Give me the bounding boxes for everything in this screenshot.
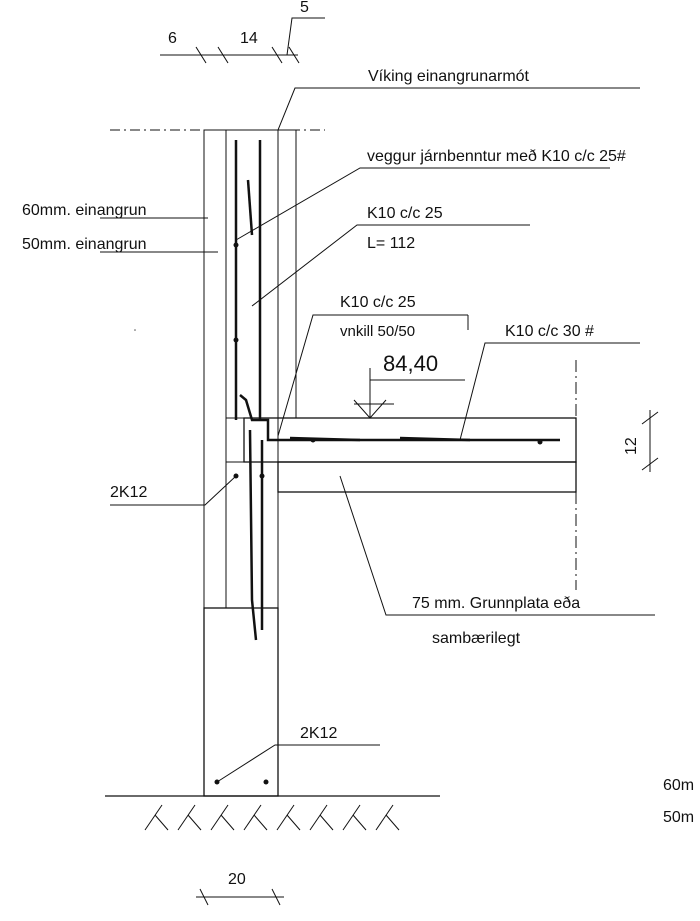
label-slab-rebar: K10 c/c 30 #	[505, 323, 594, 340]
label-hook-bar-spacing: K10 c/c 25	[340, 294, 416, 311]
label-base-board-2: sambærilegt	[432, 630, 521, 647]
floor-level-marker: 84,40	[353, 351, 465, 419]
foundation-wall	[203, 607, 279, 797]
label-hook-bar-shape: vnkill 50/50	[340, 323, 415, 340]
floor-level-value: 84,40	[383, 351, 438, 376]
label-clipped-1: 60m	[663, 777, 694, 794]
bottom-dimension: 20	[196, 871, 284, 906]
label-corner-bar-length: L= 112	[367, 235, 415, 252]
label-insulation-60: 60mm. einangrun	[22, 202, 147, 219]
label-corner-bar-spacing: K10 c/c 25	[367, 205, 443, 222]
leader-lines	[100, 87, 655, 783]
label-bars-mid: 2K12	[110, 484, 147, 501]
dim-foundation-width: 20	[228, 871, 246, 888]
label-clipped-2: 50m	[663, 809, 694, 826]
dim-wall-core: 14	[240, 30, 258, 47]
label-insulation-50: 50mm. einangrun	[22, 236, 147, 253]
label-wall-rebar: veggur járnbenntur með K10 c/c 25#	[367, 148, 626, 165]
base-board-insulation	[277, 461, 577, 493]
stray-mark	[134, 329, 136, 331]
rebar	[234, 140, 560, 641]
label-bars-bottom: 2K12	[300, 725, 337, 742]
dim-outer-insulation: 6	[168, 30, 177, 47]
label-base-board-1: 75 mm. Grunnplata eða	[412, 595, 580, 612]
label-form: Víking einangrunarmót	[368, 68, 530, 85]
dim-inner-insulation: 5	[300, 0, 309, 16]
slab-thickness-dimension: 12	[623, 410, 659, 472]
dim-slab-thickness: 12	[623, 437, 640, 455]
slab-edge	[225, 417, 245, 463]
ground	[105, 795, 440, 831]
wall-concrete-upper	[225, 129, 279, 419]
outer-insulation-layer	[203, 129, 227, 609]
top-dimension: 6 14 5	[160, 0, 325, 64]
